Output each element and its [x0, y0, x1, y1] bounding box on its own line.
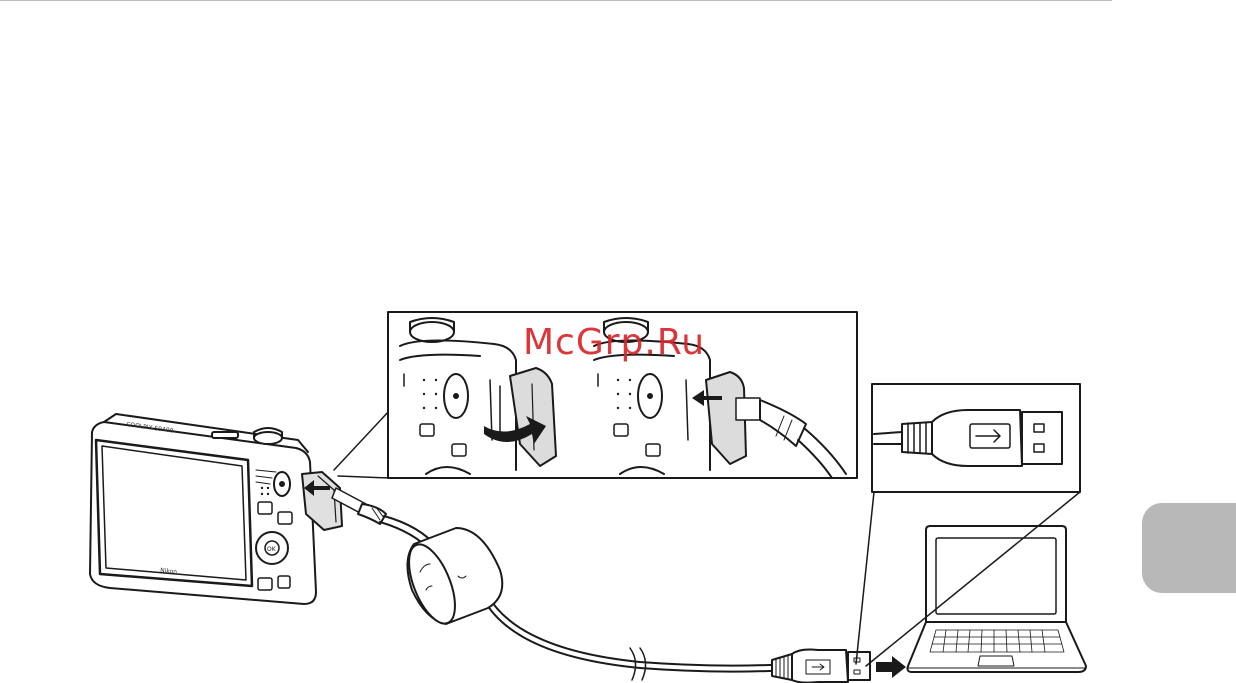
usb-cable-icon: [332, 488, 790, 680]
camera-icon: Nikon COOLPIX S9400 OK: [90, 414, 342, 604]
laptop-icon: [908, 526, 1087, 672]
arrow-icon: [876, 656, 906, 678]
ok-button-label: OK: [267, 546, 277, 553]
usb-plug-icon: [772, 650, 906, 683]
ferrite-core-icon: [400, 528, 503, 630]
watermark: McGrp.Ru: [523, 322, 705, 363]
side-tab: [1142, 503, 1236, 593]
